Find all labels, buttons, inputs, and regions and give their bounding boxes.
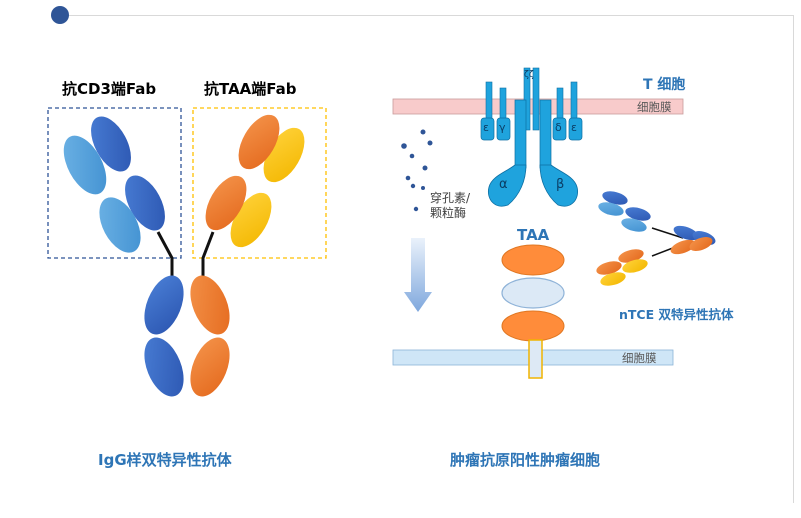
ntce-cd3-heavy-b xyxy=(625,207,651,221)
tcr-beta-chain xyxy=(539,164,579,207)
cd3-fab-heavy-top xyxy=(91,116,131,172)
taa-fab-heavy-bottom xyxy=(205,175,247,231)
tcr-beta-stalk xyxy=(539,99,552,169)
cd3-fab-heavy-bottom xyxy=(125,175,165,231)
ntce-fc-orange-a xyxy=(670,239,696,255)
taa-domain-top xyxy=(501,244,565,276)
cd3-zeta-left xyxy=(523,67,531,131)
tcr-alpha-stalk xyxy=(514,99,527,169)
ntce-taa-heavy-a xyxy=(618,249,644,263)
taa-fab-heavy-top xyxy=(238,114,280,170)
delta-glyph: δ xyxy=(555,121,562,134)
ntce-linker xyxy=(651,227,684,239)
perforin-granule-dots xyxy=(401,129,433,212)
taa-transmembrane xyxy=(528,339,543,379)
release-arrow xyxy=(404,238,432,312)
ntce-taa-light-b xyxy=(600,272,626,286)
ntce-fc-blue-a xyxy=(673,225,699,241)
epsilon-right-glyph: ε xyxy=(571,121,577,134)
tcell-membrane-label: 细胞膜 xyxy=(637,100,672,114)
taa-fab-light-top xyxy=(263,127,305,183)
fc-ch3-blue xyxy=(144,337,184,397)
taa-fab-label: 抗TAA端Fab xyxy=(204,80,297,98)
taa-label: TAA xyxy=(517,226,550,244)
cd3-fab-light-top xyxy=(63,135,107,195)
tumor-membrane-label: 细胞膜 xyxy=(622,351,657,365)
cd3-delta xyxy=(552,117,567,141)
ntce-antibody-label: nTCE 双特异性抗体 xyxy=(619,307,734,322)
ntce-taa-heavy-b xyxy=(596,261,622,275)
cd3-epsilon-left xyxy=(480,117,495,141)
zeta-glyph: ζζ xyxy=(524,70,534,80)
taa-fab-light-bottom xyxy=(230,192,272,248)
perforin-label: 穿孔素/颗粒酶 xyxy=(430,191,471,220)
ntce-cd3-light-a xyxy=(598,202,624,216)
taa-domain-middle xyxy=(501,277,565,309)
tumor-cell-caption: 肿瘤抗原阳性肿瘤细胞 xyxy=(450,451,601,469)
cd3-fab-box xyxy=(47,107,182,259)
fc-ch2-orange xyxy=(190,275,230,335)
epsilon-left-glyph: ε xyxy=(483,121,489,134)
cd3-fab-label: 抗CD3端Fab xyxy=(62,80,157,98)
fc-ch2-blue xyxy=(144,275,184,335)
gamma-glyph: γ xyxy=(499,121,506,134)
cd3-gamma xyxy=(496,117,511,141)
slide-bullet-dot xyxy=(51,6,69,24)
cd3-epsilon-right xyxy=(568,117,583,141)
right-divider xyxy=(793,15,794,503)
top-divider xyxy=(60,15,793,16)
igg-bispecific-caption: IgG样双特异性抗体 xyxy=(98,451,232,469)
ntce-taa-light-a xyxy=(622,259,648,273)
fc-ch3-orange xyxy=(190,337,230,397)
cd3-zeta-right xyxy=(532,67,540,131)
taa-hinge xyxy=(201,231,215,280)
taa-domain-bottom xyxy=(501,310,565,342)
ntce-fc-orange-b xyxy=(689,237,713,251)
alpha-glyph: α xyxy=(499,177,508,192)
taa-fab-box xyxy=(192,107,327,259)
tcell-label: T 细胞 xyxy=(643,77,686,93)
ntce-cd3-heavy-a xyxy=(602,191,628,205)
cd3-fab-light-bottom xyxy=(99,197,141,253)
ntce-cd3-light-b xyxy=(621,218,647,232)
beta-glyph: β xyxy=(556,177,565,192)
cd3-hinge xyxy=(156,231,174,280)
tcr-alpha-chain xyxy=(487,164,527,207)
